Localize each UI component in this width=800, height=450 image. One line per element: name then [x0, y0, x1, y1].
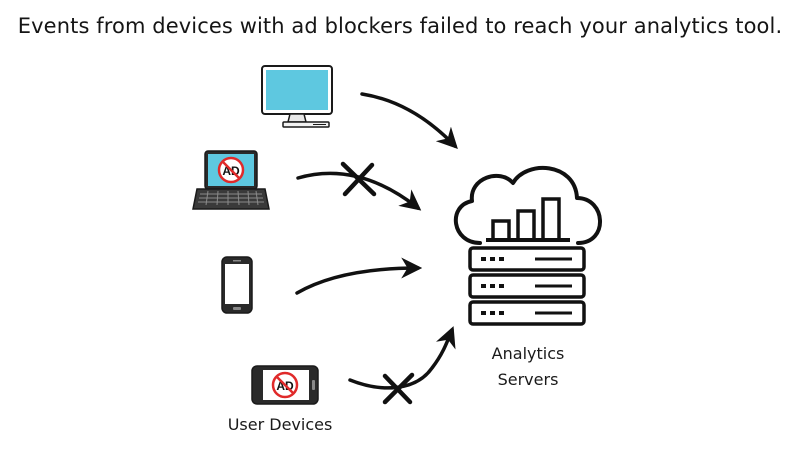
servers-label-line1: Analytics [491, 344, 565, 363]
servers-label-line2: Servers [497, 370, 559, 389]
arrow-desktop-to-servers [360, 92, 458, 150]
blocked-x-mark [382, 372, 415, 405]
desktop-monitor-icon [261, 65, 333, 128]
blocked-x-mark [340, 161, 377, 197]
landscape-phone-icon: AD [251, 365, 319, 405]
ad-blocked-badge: AD [271, 371, 299, 399]
smartphone-icon [221, 256, 253, 314]
laptop-icon: AD [192, 150, 270, 210]
cloud-server-icon [453, 165, 602, 326]
arrow-phone-blocked [348, 326, 456, 390]
analytics-servers-label: Analytics Servers [468, 341, 588, 393]
ad-blocked-badge: AD [217, 156, 245, 184]
server-unit [468, 273, 586, 299]
user-devices-label: User Devices [227, 415, 333, 434]
page-title: Events from devices with ad blockers fai… [17, 14, 783, 38]
arrow-smartphone-to-servers [295, 257, 423, 295]
server-unit [468, 300, 586, 326]
server-unit [468, 246, 586, 272]
